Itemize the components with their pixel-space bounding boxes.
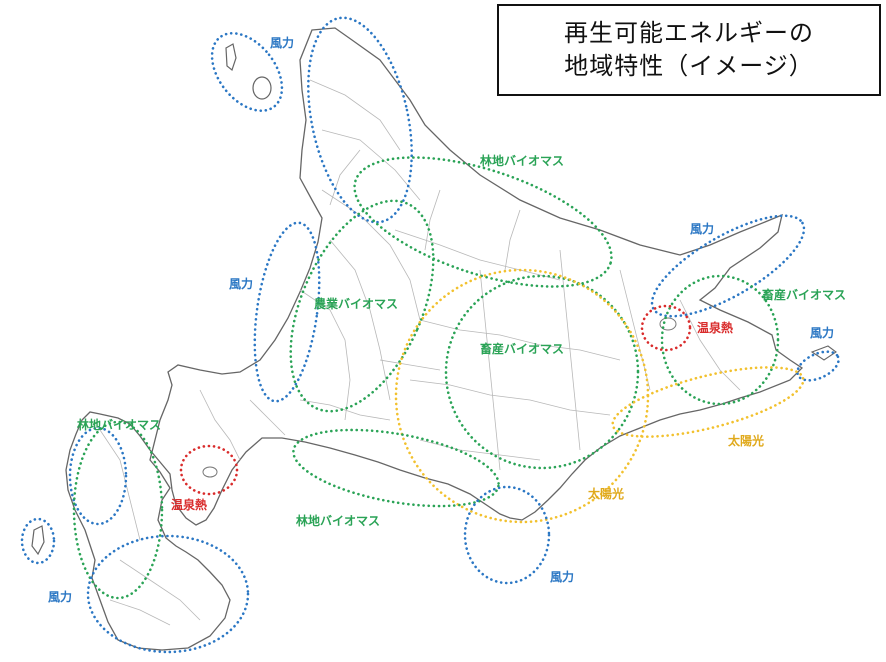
wind-zone-rishiri [210,31,284,113]
label-solar-east: 太陽光 [728,434,765,448]
wind-zone-nemuro [796,350,840,382]
label-forest-southwest: 林地バイオマス [77,418,162,432]
label-farm-biomass: 農業バイオマス [314,297,399,311]
hot-spring-zone-west [179,444,239,496]
label-forest-north: 林地バイオマス [480,154,565,168]
region-ellipses [20,16,840,654]
rishiri-island [252,76,272,100]
land-layer [31,27,837,651]
label-wind-erimo: 風力 [550,570,575,584]
label-solar-center: 太陽光 [588,487,625,501]
label-livestock-east: 畜産バイオマス [762,288,847,302]
label-forest-south: 林地バイオマス [296,514,381,528]
wind-zone-north [307,16,413,224]
okushiri-island [31,525,45,556]
forest-zone-southwest [72,420,164,600]
wind-zone-southwest [68,426,128,526]
wind-zone-west [253,221,321,403]
hokkaido-mainland [65,27,804,651]
label-wind-southwest: 風力 [48,590,73,604]
legend-title-box: 再生可能エネルギーの 地域特性（イメージ） [497,4,881,96]
label-livestock-center: 畜産バイオマス [480,342,565,356]
boundary-layer [99,79,741,626]
label-wind-rishiri: 風力 [270,36,295,50]
title-line-1: 再生可能エネルギーの [564,19,814,47]
lake-toya [202,466,218,478]
label-wind-west: 風力 [229,277,254,291]
livestock-zone-center [444,274,640,470]
hot-spring-zone-east [640,304,692,352]
wind-zone-east [650,214,806,318]
nemuro-islet [810,345,837,361]
farm-zone [289,199,435,413]
solar-zone-east [611,366,805,438]
forest-zone-north [353,156,613,288]
rebun-island [225,43,237,72]
forest-zone-south [292,428,500,508]
label-wind-nemuro: 風力 [810,326,835,340]
livestock-zone-east [660,274,780,406]
wind-zone-okushiri [20,517,56,565]
title-line-2: 地域特性（イメージ） [564,52,814,80]
label-hot-spring-west: 温泉熱 [171,498,208,512]
label-hot-spring-east: 温泉熱 [697,321,734,335]
wind-zone-erimo [463,485,551,585]
wind-zone-south [86,534,250,654]
label-wind-east: 風力 [690,222,715,236]
